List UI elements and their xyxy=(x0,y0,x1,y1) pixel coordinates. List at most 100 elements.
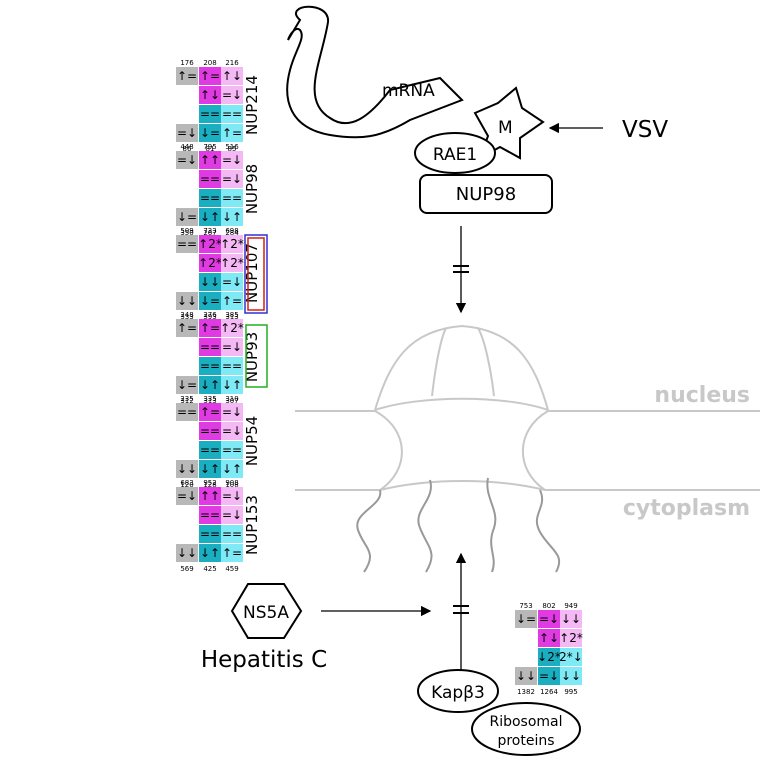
nup-nup54-cell xyxy=(176,403,198,421)
nup-nup214-cell xyxy=(199,124,221,142)
nup-nup214-cell xyxy=(199,86,221,104)
kap-cell-symbol: ↓2* xyxy=(537,650,561,664)
nup-nup54-cell xyxy=(221,403,243,421)
nup-nup98-cell-symbol: ↑↑ xyxy=(200,153,220,167)
kap-cell xyxy=(515,610,537,628)
nup-nup214-top-count: 176 xyxy=(180,59,194,67)
nup107-inner-box xyxy=(247,237,265,311)
nup-nup107-cell xyxy=(199,273,221,291)
nup-nup54-cell-symbol: =↓ xyxy=(222,405,242,419)
kap-top-count: 753 xyxy=(519,602,532,610)
nup-nup214-cell-symbol: ↑= xyxy=(200,69,220,83)
nup-nup107-cell xyxy=(199,292,221,310)
nup-nup54-cell xyxy=(176,460,198,478)
mrna-ribbon: mRNA xyxy=(286,5,464,139)
nup-nup153-bottom-count: 425 xyxy=(203,565,216,573)
ribosomal-label-line2: proteins xyxy=(497,733,554,749)
kap-top-count: 802 xyxy=(542,602,555,610)
nup-nup98-cell xyxy=(176,151,198,169)
nup-nup107-cell-symbol: ↓↓ xyxy=(177,294,197,308)
nup-nup98-bottom-count: 350 xyxy=(180,229,193,237)
nup-nup153-cell xyxy=(199,544,221,562)
nup-nup98-top-count: 516 xyxy=(225,143,239,151)
kap-cell xyxy=(560,648,582,666)
nup98-box-label: NUP98 xyxy=(456,184,516,205)
nuclear-pore-complex xyxy=(295,324,760,573)
nup-nup98-cell xyxy=(199,170,221,188)
nup-nup107-cell-symbol: ↑2* xyxy=(198,256,222,270)
nup-nup107-cell-symbol: ↑2* xyxy=(198,237,222,251)
kap-cell-symbol: ↓↓ xyxy=(516,669,536,683)
nup-name-label: NUP93 xyxy=(243,332,261,382)
nup-nup93-cell xyxy=(176,376,198,394)
nup-nup98-cell xyxy=(199,189,221,207)
nup-nup93-cell xyxy=(221,376,243,394)
nup-nup214-bottom-count: 86 xyxy=(183,145,192,153)
nup-nup153-cell-symbol: ↓↓ xyxy=(177,546,197,560)
nup-nup153-cell xyxy=(199,487,221,505)
nup-nup214-cell-symbol: ↑↓ xyxy=(222,69,242,83)
nup-nup98-cell-symbol: ↓↑ xyxy=(200,210,220,224)
nup-nup93-cell xyxy=(221,357,243,375)
kap-cell xyxy=(538,648,560,666)
nup-nup93-cell-symbol: ↓↑ xyxy=(222,378,242,392)
nup-nup153-top-count: 908 xyxy=(225,479,238,487)
nup-name-label: NUP214 xyxy=(243,75,261,135)
kap-cell xyxy=(538,629,560,647)
nup-nup93-cell-symbol: ↓↑ xyxy=(200,378,220,392)
rae1-ellipse: RAE1 xyxy=(414,132,496,174)
nup-nup93-bottom-count: 312 xyxy=(180,397,193,405)
nup-nup98-cell xyxy=(221,151,243,169)
nup-nup54-cell xyxy=(199,422,221,440)
nup-nup98-cell-symbol: == xyxy=(200,191,220,205)
kap-cell-symbol: 2*↓ xyxy=(559,650,583,664)
nup-nup214-cell-symbol: ↑= xyxy=(177,69,197,83)
nup-nup98-cell xyxy=(199,208,221,226)
kap-cell-symbol: ↓↓ xyxy=(561,669,581,683)
rae1-label: RAE1 xyxy=(433,145,477,165)
nup-nup107-cell xyxy=(199,254,221,272)
nup-nup93-cell-symbol: ↑= xyxy=(177,321,197,335)
nup-nup153-cell-symbol: == xyxy=(200,508,220,522)
nup-nup153-cell-symbol: =↓ xyxy=(177,489,197,503)
nup-nup93-cell-symbol: ↓= xyxy=(177,378,197,392)
kap-cell-symbol: ↑↓ xyxy=(539,631,559,645)
nup-nup54-cell-symbol: ↓↓ xyxy=(177,462,197,476)
cytoplasm-label: cytoplasm xyxy=(623,496,750,521)
nup-name-label: NUP153 xyxy=(243,495,261,555)
nup-nup153-cell xyxy=(176,487,198,505)
nup-nup107-bottom-count: 393 xyxy=(203,313,216,321)
kap-cell-symbol: ↑2* xyxy=(559,631,583,645)
kap-bottom-count: 1382 xyxy=(517,688,535,696)
nup-nup93-cell-symbol: ↑2* xyxy=(220,321,244,335)
nup-nup107-cell-symbol: ↑2* xyxy=(220,256,244,270)
nup-nup93-cell xyxy=(199,357,221,375)
nup-name-label: NUP98 xyxy=(243,164,261,214)
nup-nup214-bottom-count: 85 xyxy=(228,145,237,153)
nup-nup93-cell xyxy=(199,376,221,394)
kap-top-count: 949 xyxy=(564,602,577,610)
nup-nup54-cell-symbol: ↑= xyxy=(200,405,220,419)
nup-nup98-cell-symbol: =↓ xyxy=(222,172,242,186)
nup-nup93-cell xyxy=(199,338,221,356)
nup-nup214-top-count: 216 xyxy=(225,59,239,67)
kap-bottom-count: 1264 xyxy=(540,688,558,696)
nup-nup93-top-count: 248 xyxy=(180,311,193,319)
nup-nup93-bottom-count: 307 xyxy=(225,397,238,405)
kap-bottom-count: 995 xyxy=(564,688,577,696)
nup-nup93-cell-symbol: == xyxy=(200,340,220,354)
kap-cell xyxy=(538,610,560,628)
nup-nup214-cell-symbol: ↓= xyxy=(200,126,220,140)
nup-nup93-cell xyxy=(176,319,198,337)
kap-cell xyxy=(560,667,582,685)
nup-nup107-cell xyxy=(199,235,221,253)
nup-nup214-cell-symbol: ↑↓ xyxy=(200,88,220,102)
nup-nup153-cell xyxy=(221,487,243,505)
vsv-label: VSV xyxy=(622,117,668,143)
nup-nup54-cell xyxy=(199,460,221,478)
